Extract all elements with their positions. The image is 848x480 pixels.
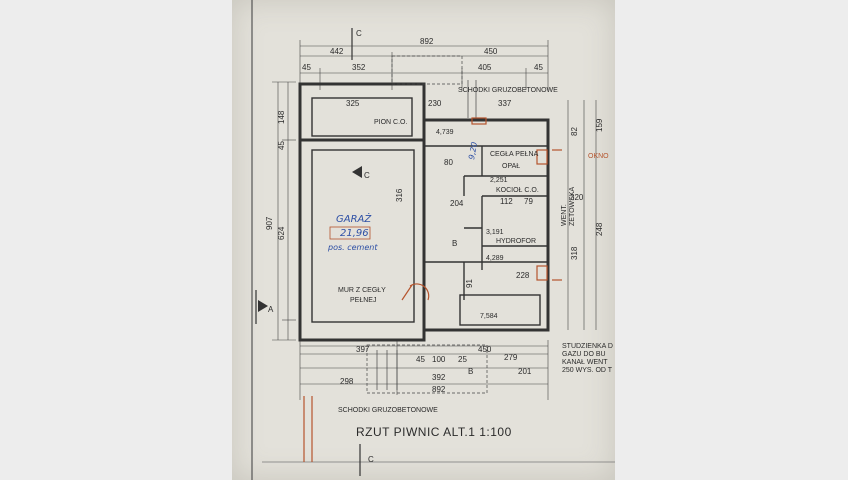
- section-b-label: B: [452, 239, 457, 248]
- dim-mid-91: 91: [465, 279, 474, 288]
- dim-top-405: 405: [478, 63, 492, 72]
- drawing-title: RZUT PIWNIC ALT.1 1:100: [356, 425, 512, 439]
- note-studzienka-2: GAZU DO BU: [562, 351, 606, 358]
- dim-bot-25: 25: [458, 355, 467, 364]
- dim-bot-100: 100: [432, 355, 446, 364]
- dim-left-148: 148: [277, 110, 286, 124]
- section-c-label-bottom: C: [368, 455, 374, 464]
- bottom-dimension-lines: [299, 340, 549, 400]
- dim-mid-228: 228: [516, 271, 530, 280]
- dim-mid-80: 80: [444, 158, 453, 167]
- dim-top-892: 892: [420, 37, 434, 46]
- drawing-sheet: C C A C B B 892 442 450 45 352 405 45 32…: [232, 0, 615, 480]
- floor-plan: C C A C B B 892 442 450 45 352 405 45 32…: [251, 0, 615, 480]
- garage-name: GARAŻ: [336, 212, 372, 225]
- label-opal: OPAŁ: [502, 163, 520, 170]
- inner-walls: [311, 97, 548, 326]
- dim-top-325: 325: [346, 99, 360, 108]
- dim-mid-112: 112: [500, 197, 513, 206]
- stairs-top: [391, 55, 477, 118]
- dim-top-45a: 45: [302, 63, 311, 72]
- note-stairs-top: SCHODKI GRUZOBETONOWE: [458, 87, 558, 94]
- dim-left-624: 624: [277, 226, 286, 240]
- note-studzienka-4: 250 WYS. OD T: [562, 367, 613, 374]
- garage-floor: pos. cement: [327, 243, 378, 252]
- note-studzienka-1: STUDZIENKA D: [562, 343, 613, 350]
- section-a-label: A: [268, 305, 274, 314]
- dim-right-320: 320: [570, 193, 584, 202]
- note-stairs-bottom: SCHODKI GRUZOBETONOWE: [338, 407, 438, 414]
- label-mur-2: PEŁNEJ: [350, 297, 376, 304]
- left-dimension-lines: [272, 81, 296, 341]
- dim-bot-279: 279: [504, 353, 518, 362]
- area-1: 4,739: [436, 129, 454, 136]
- dim-left-45: 45: [277, 141, 286, 150]
- dim-bot-298: 298: [340, 377, 354, 386]
- red-marks: [303, 117, 562, 462]
- dim-right-82: 82: [570, 127, 579, 136]
- note-went-1: WENT.: [561, 204, 568, 226]
- walls: [298, 82, 550, 342]
- label-kociol: KOCIOŁ C.O.: [496, 187, 539, 194]
- dim-bot-201: 201: [518, 367, 532, 376]
- section-c-marker-top: C: [351, 28, 362, 60]
- right-dimension-lines: [567, 100, 597, 330]
- note-studzienka-3: KANAŁ WENT: [562, 359, 608, 366]
- section-c-marker-center: C: [352, 166, 370, 180]
- stairs-bottom: [366, 344, 488, 394]
- dim-top-45b: 45: [534, 63, 543, 72]
- dim-right-159: 159: [595, 118, 604, 132]
- dim-top-450: 450: [484, 47, 498, 56]
- dim-mid-79: 79: [524, 197, 533, 206]
- dim-top-230: 230: [428, 99, 442, 108]
- label-cegla: CEGŁA PEŁNA: [490, 151, 539, 158]
- area-4: 4,289: [486, 255, 504, 262]
- area-3: 3,191: [486, 229, 504, 236]
- dim-bot-45: 45: [416, 355, 425, 364]
- area-2: 2,251: [490, 177, 508, 184]
- dim-bot-892: 892: [432, 385, 446, 394]
- section-b-label-bottom: B: [468, 367, 473, 376]
- section-c-label-top: C: [356, 29, 362, 38]
- section-a-marker: A: [255, 290, 274, 324]
- dim-top-337: 337: [498, 99, 512, 108]
- dim-top-352: 352: [352, 63, 366, 72]
- area-5: 7,584: [480, 313, 498, 320]
- dim-mid-204: 204: [450, 199, 464, 208]
- section-c-label-center: C: [364, 171, 370, 180]
- dim-right-318: 318: [570, 246, 579, 260]
- dim-top-442: 442: [330, 47, 344, 56]
- label-hydrofor: HYDROFOR: [496, 238, 536, 245]
- dim-right-248: 248: [595, 222, 604, 236]
- note-went-2: ZETOWSKA: [569, 187, 576, 226]
- dim-mid-316: 316: [395, 188, 404, 202]
- blue-note: 9,20: [467, 141, 479, 160]
- dim-bot-392: 392: [432, 373, 446, 382]
- section-c-marker-bottom: C: [359, 444, 374, 476]
- garage-area: 21,96: [340, 228, 369, 239]
- label-pion: PION C.O.: [374, 119, 408, 126]
- dim-bot-397: 397: [356, 345, 370, 354]
- dim-bot-450: 450: [478, 345, 492, 354]
- label-mur-1: MUR Z CEGŁY: [338, 287, 386, 294]
- note-okno: OKNO: [588, 153, 609, 160]
- dim-left-907: 907: [265, 216, 274, 230]
